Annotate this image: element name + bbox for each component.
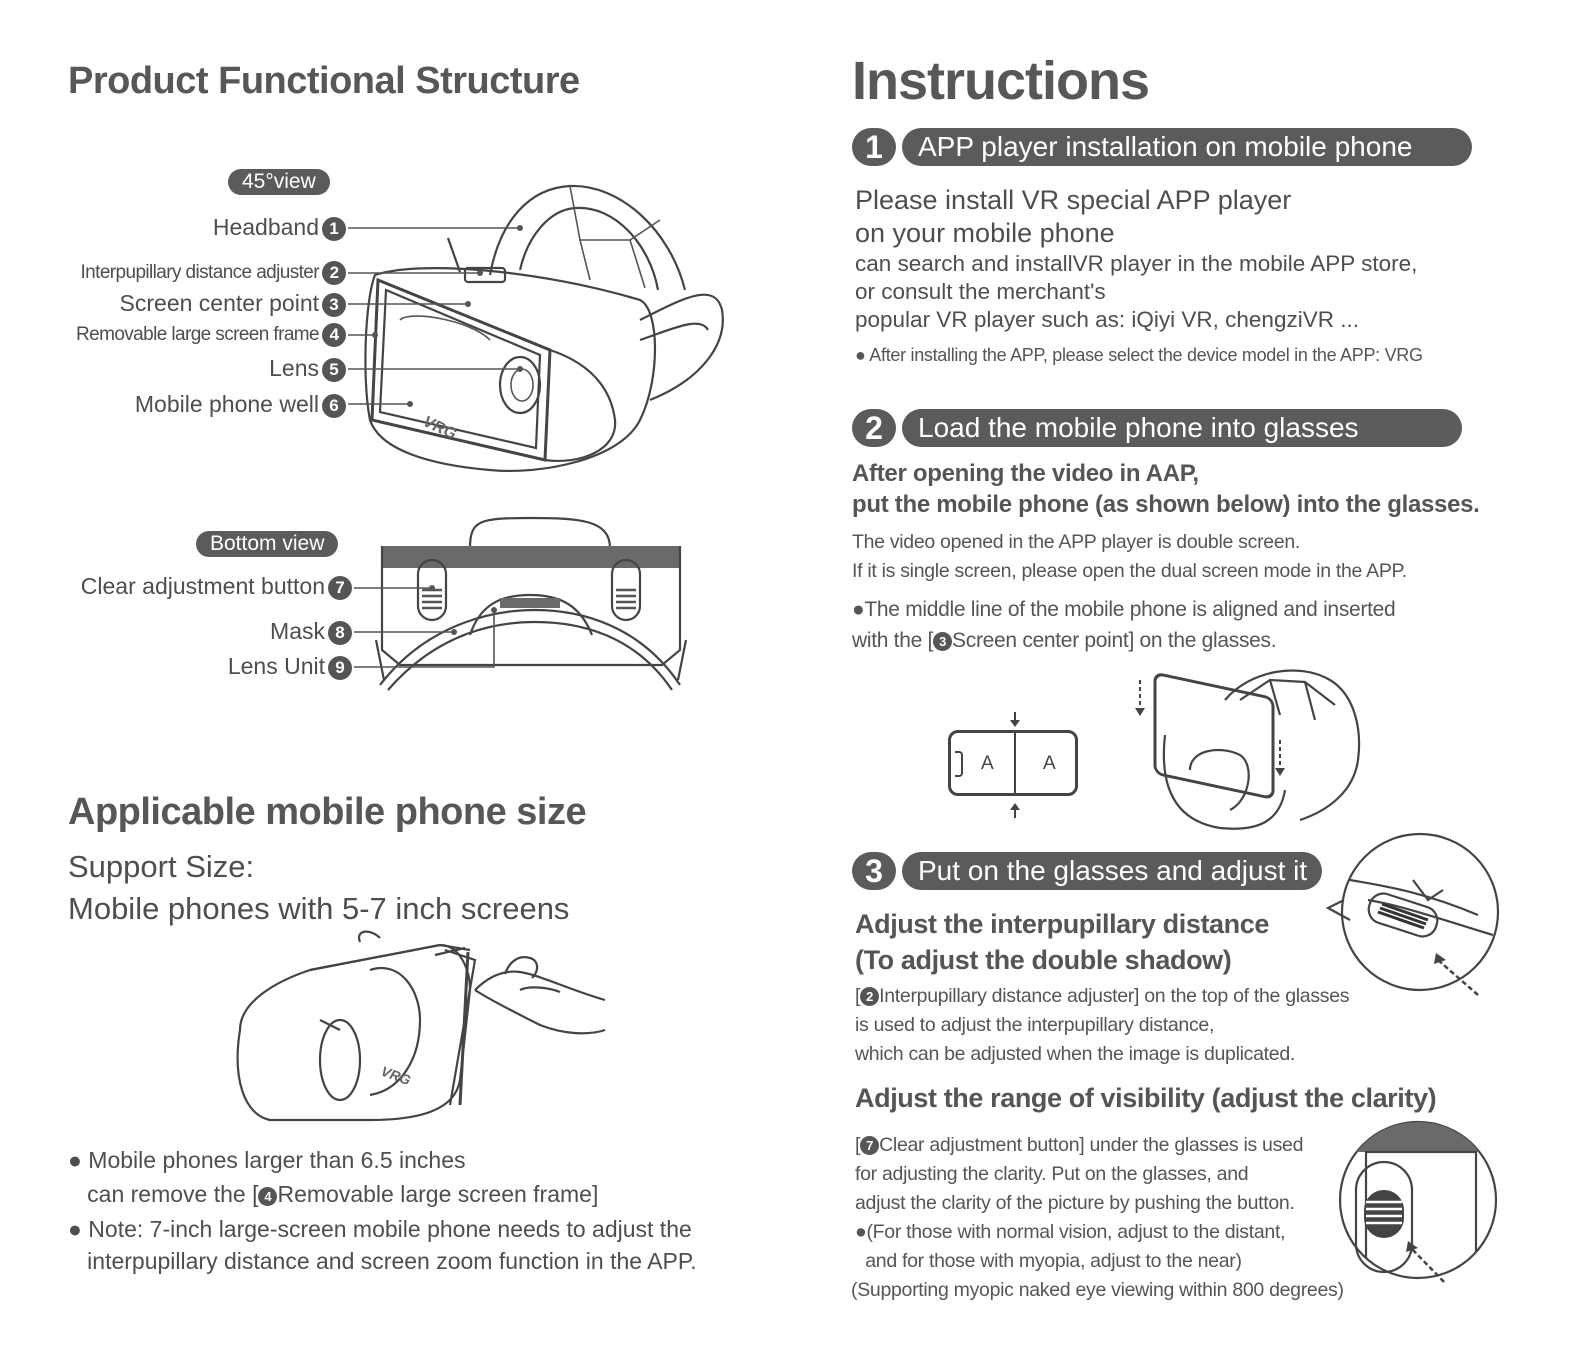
- step-3-num-2: 2: [860, 987, 880, 1006]
- size-title: Applicable mobile phone size: [68, 791, 587, 833]
- bottom-view-label: Bottom view: [196, 531, 339, 557]
- callout-num-4: 4: [322, 323, 346, 347]
- callout-num-6: 6: [322, 393, 346, 418]
- support-size-label: Support Size:: [68, 849, 255, 884]
- callout-num-3: 3: [322, 292, 346, 317]
- headset-bottom-view-drawing: [374, 516, 688, 691]
- step-3-header: 3 Put on the glasses and adjust it: [852, 852, 1322, 890]
- step-3-clarity-heading: Adjust the range of visibility (adjust t…: [855, 1083, 1437, 1113]
- screen-left-label: A: [981, 753, 994, 774]
- phone-notch: [955, 751, 963, 777]
- step-1-body: Please install VR special APP player on …: [855, 184, 1423, 370]
- step-2-number: 2: [852, 409, 896, 447]
- ipd-adjuster-detail-drawing: [1325, 832, 1500, 996]
- phone-center-line: [1014, 733, 1016, 793]
- step-1-title: APP player installation on mobile phone: [902, 128, 1472, 166]
- size-note-1: ● Mobile phones larger than 6.5 inches c…: [68, 1147, 599, 1207]
- leader-lines-bottom: [354, 585, 497, 668]
- clear-button-detail-drawing: [1338, 1120, 1498, 1283]
- step-2-title: Load the mobile phone into glasses: [902, 409, 1462, 447]
- step-1-number: 1: [852, 128, 896, 166]
- step-2-header: 2 Load the mobile phone into glasses: [852, 409, 1462, 447]
- step-2-num-3: 3: [933, 632, 953, 651]
- callout-num-9: 9: [328, 655, 352, 680]
- instructions-title: Instructions: [852, 51, 1150, 111]
- step-1-header: 1 APP player installation on mobile phon…: [852, 128, 1472, 166]
- size-note-2: ● Note: 7-inch large-screen mobile phone…: [68, 1216, 697, 1274]
- step-2-body: After opening the video in AAP, put the …: [852, 460, 1480, 652]
- step-3-title: Put on the glasses and adjust it: [902, 852, 1322, 890]
- center-arrows: [1010, 712, 1020, 818]
- leader-lines-45: [348, 225, 523, 407]
- phone-dual-screen-diagram: A A: [948, 730, 1078, 796]
- headset-45-view-drawing: VRG: [364, 184, 724, 473]
- note-num-4: 4: [258, 1187, 278, 1206]
- step-3-ipd-section: Adjust the interpupillary distance (To a…: [855, 909, 1350, 1065]
- callout-num-8: 8: [328, 620, 352, 645]
- support-size-value: Mobile phones with 5-7 inch screens: [68, 891, 570, 926]
- headset-phone-insert-drawing: VRG: [236, 930, 606, 1122]
- step-3-number: 3: [852, 852, 896, 890]
- view-45-label: 45°view: [228, 169, 330, 195]
- callout-num-7: 7: [328, 575, 352, 600]
- phone-into-headset-drawing: [1135, 669, 1361, 830]
- step-1-note: ● After installing the APP, please selec…: [855, 345, 1423, 365]
- callout-num-5: 5: [322, 357, 346, 382]
- structure-title: Product Functional Structure: [68, 60, 580, 102]
- callout-num-2: 2: [322, 261, 346, 285]
- screen-right-label: A: [1043, 753, 1056, 774]
- callout-num-1: 1: [322, 216, 346, 241]
- step-3-num-7: 7: [860, 1136, 880, 1155]
